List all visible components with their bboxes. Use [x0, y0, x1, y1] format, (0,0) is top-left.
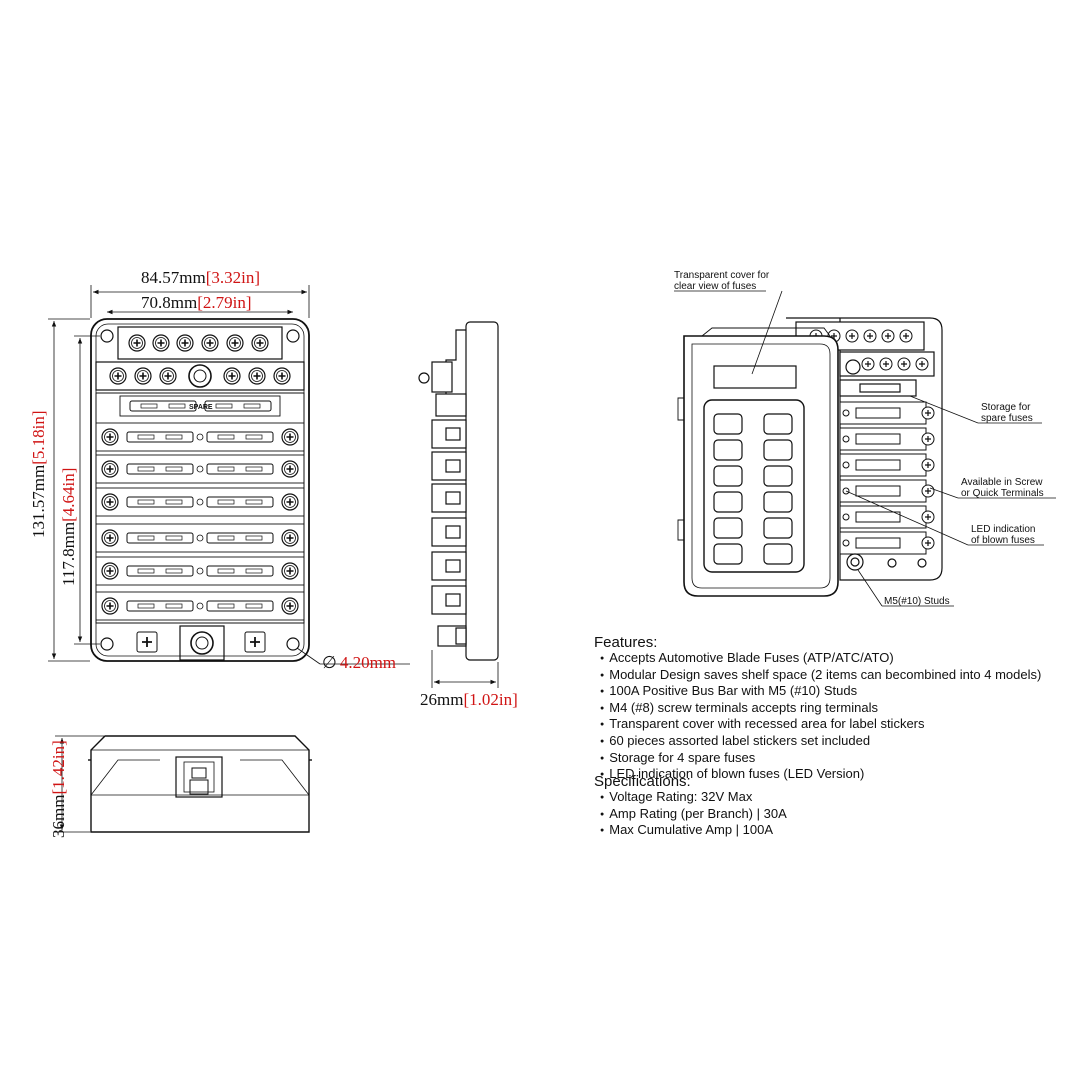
callout-cover-line1: Transparent cover for — [674, 270, 770, 281]
callout-cover-line2: clear view of fuses — [674, 281, 756, 292]
svg-text:84.57mm[3.32in]: 84.57mm[3.32in] — [141, 268, 260, 287]
side-view — [418, 321, 499, 661]
overall-height-mm: 131.57mm — [29, 465, 48, 538]
callout-leaders — [674, 290, 1056, 607]
feature-item: LED indication of blown fuses (LED Versi… — [600, 767, 1084, 784]
callout-storage-line2: spare fuses — [981, 413, 1033, 424]
depth-mm: 26mm — [420, 690, 463, 709]
feature-item: M4 (#8) screw terminals accepts ring ter… — [600, 701, 1084, 718]
hole-diameter: 4.20mm — [340, 653, 396, 672]
svg-text:70.8mm[2.79in]: 70.8mm[2.79in] — [141, 293, 252, 312]
feature-item: 100A Positive Bus Bar with M5 (#10) Stud… — [600, 684, 1084, 701]
feature-item: Storage for 4 spare fuses — [600, 750, 1084, 768]
bottom-view-dimension — [55, 735, 104, 833]
callout-storage-line1: Storage for — [981, 402, 1031, 413]
features-list: Accepts Automotive Blade Fuses (ATP/ATC/… — [600, 651, 1084, 784]
inner-width-mm: 70.8mm — [141, 293, 197, 312]
overall-width-mm: 84.57mm — [141, 268, 206, 287]
diameter-symbol: ∅ — [322, 653, 337, 672]
specifications-section: Specifications: Voltage Rating: 32V Max … — [594, 773, 1074, 840]
callout-led-line1: LED indication — [971, 524, 1035, 535]
spec-item: Voltage Rating: 32V Max — [600, 790, 1074, 807]
height-mm: 36mm — [49, 795, 68, 838]
svg-text:131.57mm[5.18in]: 131.57mm[5.18in] — [29, 411, 48, 539]
callout-studs: M5(#10) Studs — [884, 596, 950, 607]
inner-height-mm: 117.8mm — [59, 522, 78, 586]
front-view — [90, 318, 310, 662]
features-section: Features: Accepts Automotive Blade Fuses… — [594, 634, 1084, 784]
overall-width-in: [3.32in] — [206, 268, 260, 287]
svg-text:26mm[1.02in]: 26mm[1.02in] — [420, 690, 518, 709]
svg-text:36mm[1.42in]: 36mm[1.42in] — [49, 740, 68, 838]
svg-text:∅4.20mm: ∅4.20mm — [322, 653, 396, 672]
isometric-view — [677, 317, 943, 597]
spec-item: Amp Rating (per Branch) | 30A — [600, 806, 1074, 824]
callout-terminals-line2: or Quick Terminals — [961, 488, 1044, 499]
inner-height-in: [4.64in] — [59, 468, 78, 522]
depth-in: [1.02in] — [463, 690, 517, 709]
feature-item: Modular Design saves shelf space (2 item… — [600, 667, 1084, 685]
features-heading: Features: — [594, 634, 658, 651]
front-view-dimensions — [48, 285, 410, 665]
callout-terminals-line1: Available in Screw — [961, 477, 1043, 488]
inner-width-in: [2.79in] — [197, 293, 251, 312]
spec-item: Max Cumulative Amp | 100A — [600, 823, 1074, 840]
height-in: [1.42in] — [49, 740, 68, 794]
feature-item: 60 pieces assorted label stickers set in… — [600, 734, 1084, 751]
specifications-heading: Specifications: — [594, 773, 691, 790]
feature-item: Transparent cover with recessed area for… — [600, 717, 1084, 734]
spare-label: SPARE — [189, 404, 213, 411]
specifications-list: Voltage Rating: 32V Max Amp Rating (per … — [600, 790, 1074, 840]
side-view-dimension — [431, 650, 499, 688]
overall-height-in: [5.18in] — [29, 411, 48, 465]
svg-text:117.8mm[4.64in]: 117.8mm[4.64in] — [59, 468, 78, 586]
feature-item: Accepts Automotive Blade Fuses (ATP/ATC/… — [600, 651, 1084, 668]
bottom-view — [88, 735, 312, 833]
callout-led-line2: of blown fuses — [971, 535, 1035, 546]
